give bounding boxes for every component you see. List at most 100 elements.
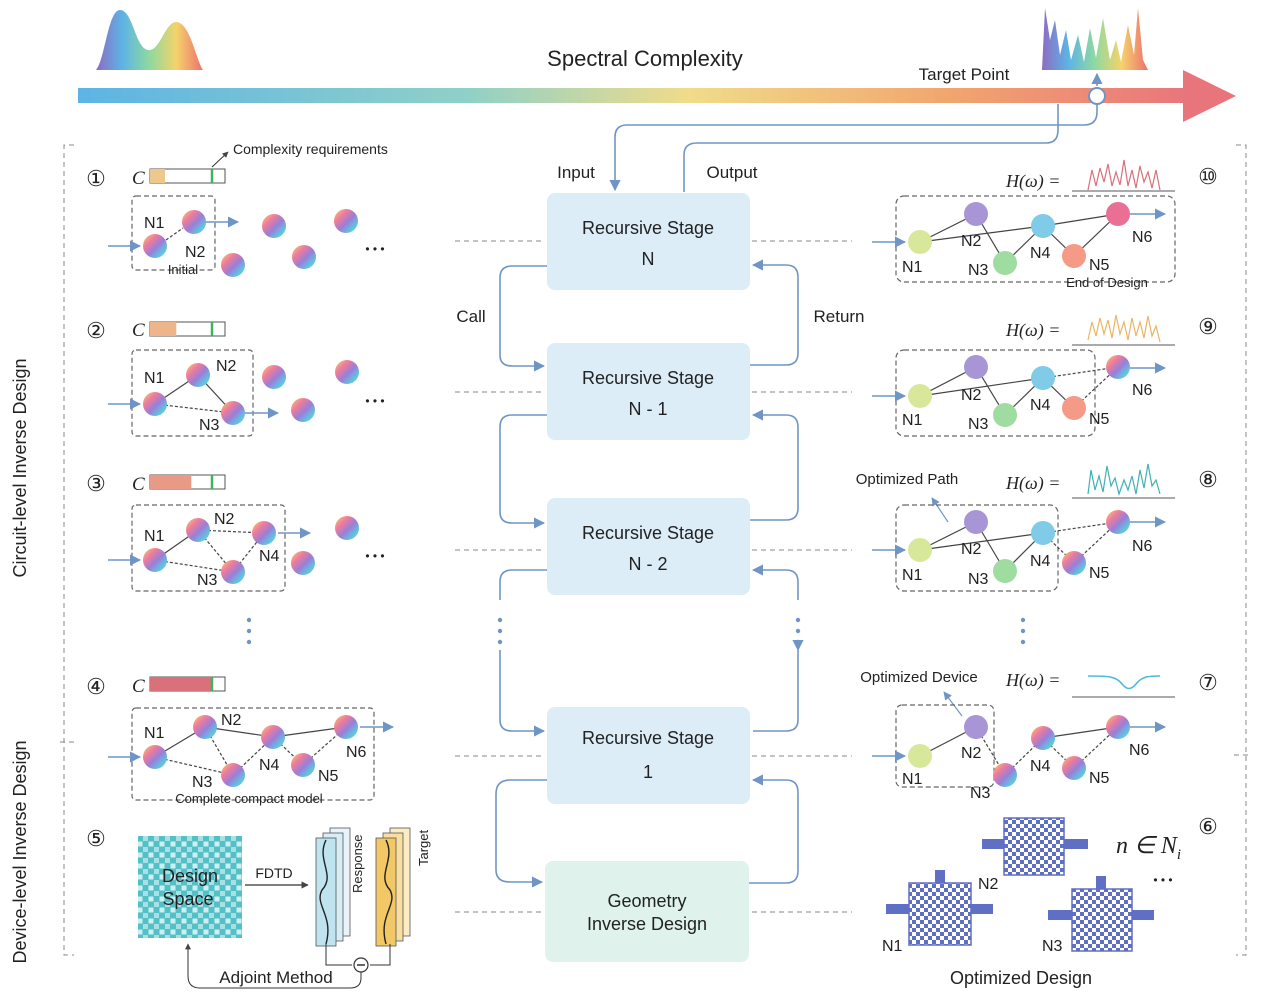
r10-n5: N5: [1089, 257, 1110, 274]
spectral-complexity-arrow: [78, 70, 1236, 122]
r10-n4: N4: [1030, 245, 1051, 262]
left3-n4: N4: [259, 548, 280, 565]
complexity-c-label-3: C: [132, 474, 145, 495]
step-2-nodes: [143, 360, 359, 425]
step-7-nodes: [908, 715, 1130, 787]
left3-n1: N1: [144, 528, 165, 545]
r7-n4: N4: [1030, 758, 1051, 775]
left-vertical-ellipsis: [246, 617, 252, 645]
ellipsis-devices: • • •: [1153, 873, 1172, 887]
svg-text:1: 1: [643, 762, 653, 782]
r8-n6: N6: [1132, 538, 1153, 555]
complexity-c-label-4: C: [132, 676, 145, 697]
response-label: Response: [350, 834, 365, 893]
complexity-bar-4: [149, 676, 226, 692]
h-omega-10: H(ω) =: [1005, 171, 1060, 192]
complexity-bar-3: [149, 474, 226, 490]
h-omega-9: H(ω) =: [1005, 320, 1060, 341]
h-omega-8: H(ω) =: [1005, 473, 1060, 494]
svg-text:N - 1: N - 1: [628, 399, 667, 419]
complexity-c-label-1: C: [132, 168, 145, 189]
device-level-label: Device-level Inverse Design: [10, 740, 30, 963]
left2-n1: N1: [144, 370, 165, 387]
spectrum-high-icon: [1042, 8, 1148, 70]
recursive-stage-1: Recursive Stage 1: [547, 707, 750, 804]
center-ellipsis-right: [795, 617, 801, 645]
left1-n1: N1: [144, 215, 165, 232]
spectrum-10: [1072, 159, 1175, 192]
right-vertical-ellipsis: [1020, 617, 1026, 645]
response-stack: [315, 827, 351, 947]
r7-n6: N6: [1129, 742, 1150, 759]
step-5-number: ⑤: [86, 826, 106, 851]
svg-text:Recursive Stage: Recursive Stage: [582, 523, 714, 543]
recursive-stage-n: Recursive Stage N: [547, 193, 750, 290]
left4-n2: N2: [221, 712, 242, 729]
spectrum-9: [1072, 314, 1175, 346]
center-ellipsis-left: [497, 617, 503, 645]
left4-n5: N5: [318, 768, 339, 785]
step-6-number: ⑥: [1198, 814, 1218, 839]
step-8-nodes: [908, 510, 1130, 583]
n-in-ni-label: n ∈ Ni: [1116, 833, 1181, 863]
spectrum-low-icon: [96, 10, 203, 70]
complexity-requirements-label: Complexity requirements: [233, 141, 388, 157]
left4-n4: N4: [259, 757, 280, 774]
design-space-line1: Design: [162, 866, 218, 886]
complete-compact-model-label: Complete compact model: [175, 791, 323, 806]
input-label: Input: [557, 163, 595, 182]
r10-n6: N6: [1132, 229, 1153, 246]
step-10-number: ⑩: [1198, 164, 1218, 189]
r8-n5: N5: [1089, 565, 1110, 582]
target-point-label: Target Point: [919, 65, 1010, 84]
adjoint-method-label: Adjoint Method: [219, 968, 332, 987]
r9-n5: N5: [1089, 411, 1110, 428]
ellipsis-3: • • •: [365, 549, 384, 563]
call-label: Call: [456, 307, 485, 326]
left3-n3: N3: [197, 572, 218, 589]
svg-text:Geometry: Geometry: [607, 891, 686, 911]
target-stack: [375, 827, 411, 947]
ellipsis-2: • • •: [365, 394, 384, 408]
r6-n3: N3: [1042, 938, 1063, 955]
optimized-device-n1: [886, 870, 993, 946]
left2-n3: N3: [199, 417, 220, 434]
r9-n2: N2: [961, 387, 982, 404]
step-3-nodes: [143, 516, 359, 584]
svg-text:Recursive Stage: Recursive Stage: [582, 728, 714, 748]
svg-text:Recursive Stage: Recursive Stage: [582, 218, 714, 238]
initial-label: Initial: [168, 262, 198, 277]
optimized-device-label: Optimized Device: [860, 669, 978, 686]
r8-n1: N1: [902, 567, 923, 584]
complexity-bar-2: [149, 321, 226, 337]
r10-n3: N3: [968, 262, 989, 279]
optimized-device-n3: [1048, 876, 1154, 952]
optimized-design-label: Optimized Design: [950, 968, 1092, 988]
left3-n2: N2: [214, 511, 235, 528]
spectral-complexity-title: Spectral Complexity: [547, 46, 743, 71]
output-label: Output: [706, 163, 757, 182]
circuit-level-label: Circuit-level Inverse Design: [10, 358, 30, 577]
step-9-number: ⑨: [1198, 314, 1218, 339]
target-point-marker: [1088, 87, 1106, 105]
left4-n1: N1: [144, 725, 165, 742]
svg-text:N: N: [642, 249, 655, 269]
r6-n2: N2: [978, 876, 999, 893]
step-2-number: ②: [86, 318, 106, 343]
svg-text:Recursive Stage: Recursive Stage: [582, 368, 714, 388]
r8-n3: N3: [968, 571, 989, 588]
left4-n3: N3: [192, 774, 213, 791]
r7-n3: N3: [970, 785, 991, 802]
r7-n5: N5: [1089, 770, 1110, 787]
spectrum-7: [1072, 675, 1175, 698]
recursive-stage-n-1: Recursive Stage N - 1: [547, 343, 750, 440]
r10-n2: N2: [961, 233, 982, 250]
end-of-design-label: End of Design: [1066, 275, 1148, 290]
r10-n1: N1: [902, 259, 923, 276]
fdtd-label: FDTD: [255, 865, 292, 881]
optimized-path-label: Optimized Path: [856, 471, 959, 488]
step-8-number: ⑧: [1198, 467, 1218, 492]
step-3-number: ③: [86, 471, 106, 496]
optimized-device-n2: [982, 817, 1088, 876]
left1-n2: N2: [185, 244, 206, 261]
